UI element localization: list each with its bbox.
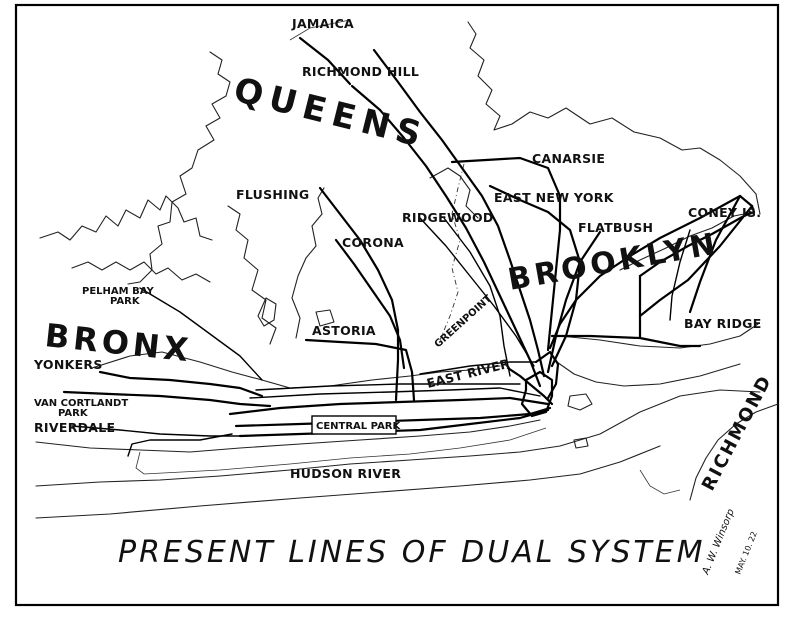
label-canarsie: CANARSIE	[532, 151, 605, 166]
label-central-park: CENTRAL PARK	[316, 421, 402, 432]
label-hudson-river: HUDSON RIVER	[290, 466, 401, 481]
ridgewood-line	[419, 217, 535, 367]
pelham-inlet	[71, 261, 211, 283]
label-queens: QUEENS	[230, 70, 432, 157]
label-jamaica: JAMAICA	[291, 16, 354, 31]
canarsie-line	[450, 156, 562, 352]
bronx-east-line	[98, 370, 264, 398]
label-coney-is: CONEY IS.	[688, 205, 761, 220]
rikers-island	[315, 309, 335, 327]
map-title: PRESENT LINES OF DUAL SYSTEM	[118, 535, 706, 570]
corona-line	[334, 238, 406, 370]
lexington-line	[255, 383, 521, 391]
label-richmond: RICHMOND	[698, 371, 777, 494]
staten-inner	[639, 469, 681, 495]
bronx-broadway-line	[62, 390, 272, 408]
label-flushing: FLUSHING	[236, 187, 309, 202]
coney-island-shore	[619, 211, 755, 271]
jersey-shore	[35, 445, 661, 519]
label-flatbush: FLATBUSH	[578, 220, 653, 235]
label-astoria: ASTORIA	[312, 323, 376, 338]
manhattan-line-3	[238, 408, 550, 438]
bronx-east-shore	[39, 195, 213, 241]
coastlines	[35, 19, 779, 519]
east-new-york-line	[488, 184, 582, 368]
jamaica-road	[289, 19, 351, 41]
small-island	[573, 437, 589, 449]
label-ridgewood: RIDGEWOOD	[402, 210, 494, 225]
signature: A. W. Winsorp	[700, 507, 737, 577]
label-richmond-hill: RICHMOND HILL	[302, 64, 419, 79]
fourth-ave-line	[550, 334, 642, 340]
brighton-line	[548, 194, 742, 350]
east-river-crossing	[506, 366, 554, 406]
inner-bay-shore	[227, 205, 277, 345]
label-east-new-york: EAST NEW YORK	[494, 190, 615, 205]
richmond-hill-line	[350, 84, 542, 388]
manhattan-west-shore	[35, 419, 541, 453]
manhattan-line-4	[249, 387, 541, 399]
queens-brooklyn-boundary	[439, 163, 465, 341]
culver-line	[669, 229, 691, 321]
staten-island-shore	[689, 403, 779, 501]
label-van-cortlandt: VAN CORTLANDT	[34, 398, 128, 409]
label-east-river: EAST RIVER	[425, 356, 511, 391]
coney-island-line-2	[638, 204, 754, 318]
jamaica-upper-line	[298, 36, 352, 86]
coney-island-loop	[638, 194, 756, 278]
bronx-jerome-line	[127, 433, 233, 457]
label-pelham-park: PARK	[110, 296, 141, 307]
signature-date: MAY. 10. 22	[734, 530, 759, 576]
randalls-island	[257, 297, 277, 327]
hudson-west-shore	[35, 389, 761, 487]
label-corona: CORONA	[342, 235, 404, 250]
greenpoint-line	[443, 217, 511, 377]
hudson-inner-shore	[135, 427, 547, 475]
manhattan-line-1	[228, 396, 550, 416]
bay-ridge-shore	[559, 323, 759, 349]
label-bay-ridge: BAY RIDGE	[684, 316, 762, 331]
flushing-bay-shore	[291, 187, 325, 339]
transit-lines	[62, 36, 756, 457]
brooklyn-east-shore	[467, 21, 761, 215]
downtown-loop-1	[520, 370, 554, 418]
label-greenpoint: GREENPOINT	[433, 293, 495, 350]
pelham-line	[139, 287, 263, 381]
astoria-line	[304, 338, 416, 402]
jamaica-line	[372, 48, 546, 378]
upper-bay-shore	[553, 359, 741, 387]
governors-island	[567, 393, 593, 411]
central-park-outline	[311, 415, 397, 435]
queens-plaza-line	[419, 361, 537, 375]
flushing-line	[318, 186, 400, 402]
coney-island-line-1	[688, 194, 742, 314]
label-brooklyn: BROOKLYN	[505, 226, 721, 298]
downtown-loop-2	[534, 350, 560, 400]
canarsie-shore	[429, 167, 479, 219]
label-pelham-bay: PELHAM BAY	[82, 286, 154, 297]
queens-north-shore	[127, 51, 231, 285]
label-van-cortlandt-park: PARK	[58, 408, 89, 419]
label-riverdale: RIVERDALE	[34, 420, 115, 435]
label-yonkers: YONKERS	[33, 357, 103, 372]
map-frame	[14, 3, 780, 607]
flatbush-line	[546, 230, 602, 374]
